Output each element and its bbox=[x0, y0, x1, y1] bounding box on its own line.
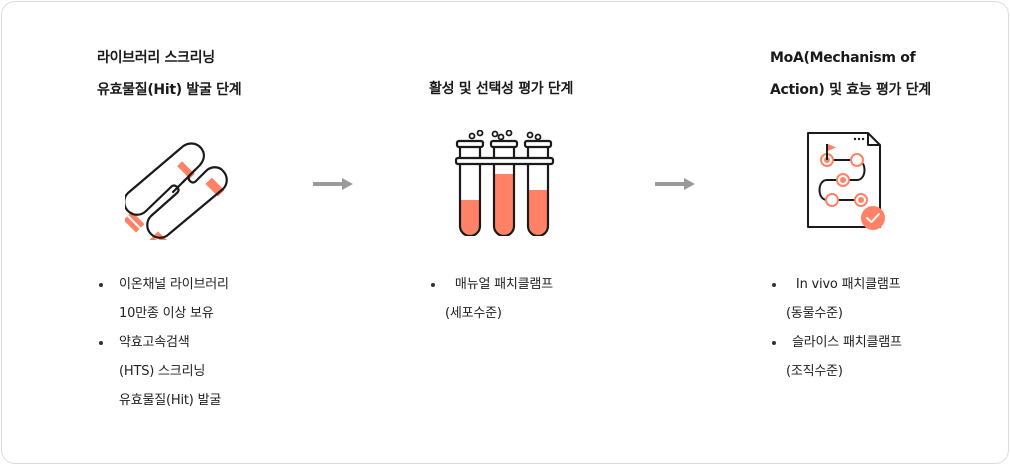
bullet-line: 유효물질(Hit) 발굴 bbox=[119, 393, 222, 408]
bullet-line: 이온채널 라이브러리 bbox=[119, 277, 229, 292]
bullet-line: 10만종 이상 보유 bbox=[119, 306, 214, 321]
stage-title: MoA(Mechanism of Action) 및 효능 평가 단계 bbox=[770, 42, 931, 106]
chromosome-icon bbox=[125, 142, 233, 240]
bullet-item: 슬라이스 패치클램프 (조직수준) bbox=[770, 328, 902, 386]
stage-title-line: Action) 및 효능 평가 단계 bbox=[770, 82, 931, 98]
bullet-line: (세포수준) bbox=[445, 306, 502, 321]
bullet-line: In vivo 패치클램프 bbox=[792, 277, 901, 292]
arrow-right-icon bbox=[655, 178, 695, 190]
bullet-item: 약효고속검색 (HTS) 스크리닝 유효물질(Hit) 발굴 bbox=[97, 328, 229, 415]
bullet-line: 약효고속검색 bbox=[119, 335, 190, 350]
stage-title: 활성 및 선택성 평가 단계 bbox=[429, 73, 573, 105]
bullet-line: (HTS) 스크리닝 bbox=[119, 364, 206, 379]
stage-title-line: MoA(Mechanism of bbox=[770, 50, 916, 66]
stage-bullet-list: 매뉴얼 패치클램프 (세포수준) bbox=[429, 270, 553, 328]
stage-title-line: 활성 및 선택성 평가 단계 bbox=[429, 81, 574, 97]
bullet-line: 슬라이스 패치클램프 bbox=[792, 335, 902, 350]
bullet-item: In vivo 패치클램프 (동물수준) bbox=[770, 270, 902, 328]
roadmap-document-icon bbox=[807, 132, 885, 230]
test-tubes-icon bbox=[455, 130, 555, 236]
bullet-line: (동물수준) bbox=[786, 306, 843, 321]
stage-title-line: 라이브러리 스크리닝 bbox=[97, 50, 215, 66]
stage-title-line: 유효물질(Hit) 발굴 단계 bbox=[97, 82, 242, 98]
bullet-line: (조직수준) bbox=[786, 364, 843, 379]
stage-bullet-list: 이온채널 라이브러리 10만종 이상 보유 약효고속검색 (HTS) 스크리닝 … bbox=[97, 270, 229, 415]
bullet-item: 이온채널 라이브러리 10만종 이상 보유 bbox=[97, 270, 229, 328]
bullet-line: 매뉴얼 패치클램프 bbox=[451, 277, 553, 292]
arrow-right-icon bbox=[313, 178, 353, 190]
stage-title: 라이브러리 스크리닝 유효물질(Hit) 발굴 단계 bbox=[97, 42, 242, 106]
stage-bullet-list: In vivo 패치클램프 (동물수준) 슬라이스 패치클램프 (조직수준) bbox=[770, 270, 902, 386]
bullet-item: 매뉴얼 패치클램프 (세포수준) bbox=[429, 270, 553, 328]
